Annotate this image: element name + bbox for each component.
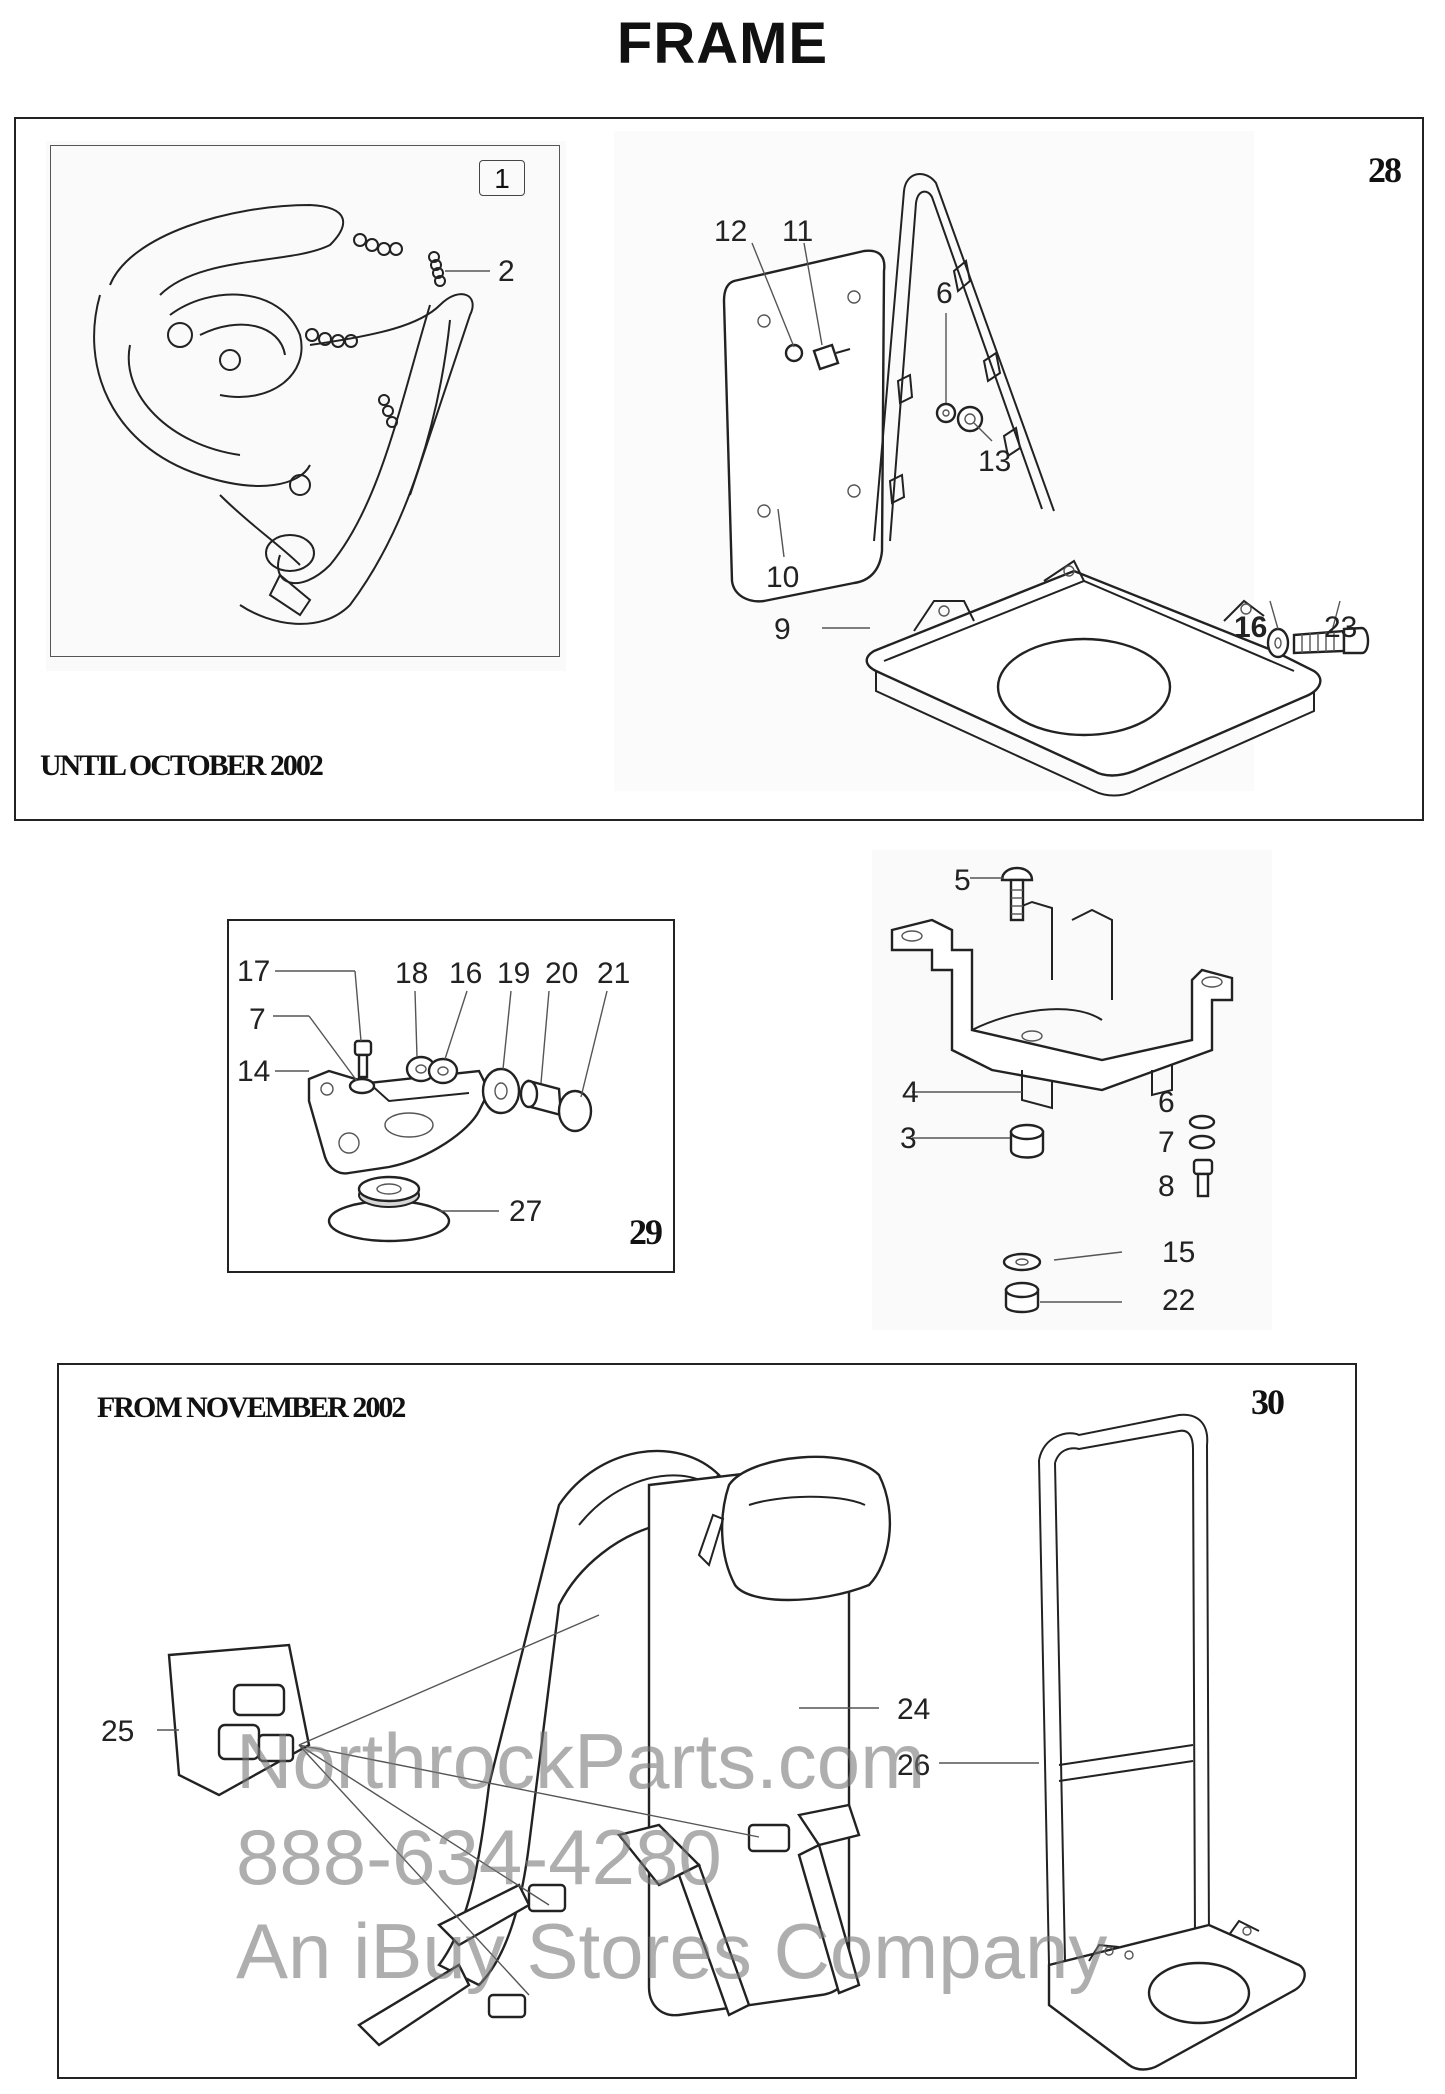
callout-5: 5 xyxy=(954,864,971,897)
callout-12: 12 xyxy=(714,215,747,248)
backpack-drawing: 24 26 25 xyxy=(101,1413,1306,2071)
callout-17: 17 xyxy=(237,955,270,988)
callout-25: 25 xyxy=(101,1715,134,1748)
callout-27: 27 xyxy=(509,1195,542,1228)
callout-7: 7 xyxy=(249,1003,266,1036)
panel-from-november-2002: FROM NOVEMBER 2002 30 xyxy=(57,1363,1357,2079)
callout-23: 23 xyxy=(1324,611,1357,644)
callout-13: 13 xyxy=(978,445,1011,478)
callout-20: 20 xyxy=(545,957,578,990)
mount-detail-drawing: 17 7 14 18 16 19 20 21 27 xyxy=(237,955,630,1243)
callout-4: 4 xyxy=(902,1076,919,1109)
callout-6: 6 xyxy=(1158,1086,1175,1119)
callout-22: 22 xyxy=(1162,1284,1195,1317)
page-title: FRAME xyxy=(616,11,829,76)
callout-24: 24 xyxy=(897,1693,930,1726)
inset-background xyxy=(46,141,566,671)
callout-6: 6 xyxy=(936,277,953,310)
inset-number-box: 1 xyxy=(479,160,525,196)
callout-16: 16 xyxy=(1234,611,1267,644)
callout-7: 7 xyxy=(1158,1126,1175,1159)
callout-26: 26 xyxy=(897,1749,930,1782)
callout-19: 19 xyxy=(497,957,530,990)
watermark-company: An iBuy Stores Company xyxy=(236,1907,1108,1995)
panel-until-october-2002: 28 UNTIL OCTOBER 2002 1 2 xyxy=(14,117,1424,821)
panel-mount-detail: 29 17 7 14 xyxy=(227,919,675,1273)
watermark-phone: 888-634-4280 xyxy=(236,1813,722,1901)
figure-number: 29 xyxy=(629,1212,663,1252)
watermark-site: NorthrockParts.com xyxy=(236,1717,926,1805)
figure-number: 28 xyxy=(1368,150,1402,190)
callout-2: 2 xyxy=(498,255,515,288)
callout-18: 18 xyxy=(395,957,428,990)
callout-16: 16 xyxy=(449,957,482,990)
callout-3: 3 xyxy=(900,1122,917,1155)
harness-drawing: 2 xyxy=(93,203,515,625)
callout-10: 10 xyxy=(766,561,799,594)
callout-8: 8 xyxy=(1158,1170,1175,1203)
support-bracket-drawing: 5 4 3 6 7 8 15 22 xyxy=(890,864,1234,1317)
callout-15: 15 xyxy=(1162,1236,1195,1269)
callout-14: 14 xyxy=(237,1055,270,1088)
callout-21: 21 xyxy=(597,957,630,990)
panel-caption: UNTIL OCTOBER 2002 xyxy=(40,749,324,782)
inset-number: 1 xyxy=(494,163,510,194)
callout-11: 11 xyxy=(782,215,813,248)
callout-9: 9 xyxy=(774,613,791,646)
figure-number: 30 xyxy=(1251,1382,1285,1422)
frame-drawing: 12 11 6 13 10 9 16 23 xyxy=(714,173,1370,797)
harness-inset: 1 xyxy=(50,145,560,657)
panel-caption: FROM NOVEMBER 2002 xyxy=(97,1391,406,1424)
